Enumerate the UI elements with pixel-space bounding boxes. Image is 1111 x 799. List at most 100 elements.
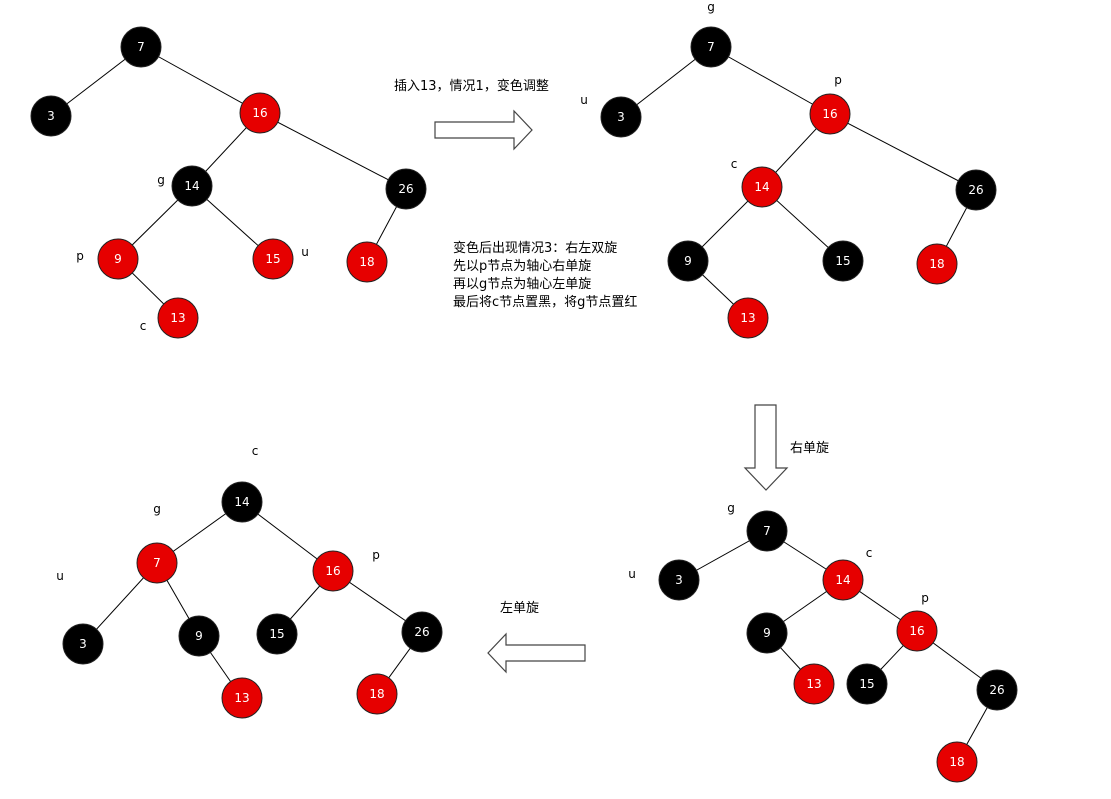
node-circle-13 — [727, 297, 769, 339]
node-circle-26 — [401, 611, 443, 653]
tag-u: u — [56, 569, 64, 583]
node-circle-7 — [746, 510, 788, 552]
node-15: 15 — [822, 240, 864, 282]
caption-case3-line-4: 最后将c节点置黑，将g节点置红 — [453, 295, 638, 310]
node-circle-13 — [793, 663, 835, 705]
node-label-16: 16 — [325, 564, 340, 578]
node-label-7: 7 — [763, 524, 771, 538]
tag-p: p — [921, 591, 929, 605]
caption-rotate-left: 左单旋 — [500, 601, 540, 616]
node-label-13: 13 — [234, 691, 249, 705]
node-9: 9 — [97, 238, 139, 280]
node-circle-15 — [822, 240, 864, 282]
tag-g: g — [727, 501, 735, 515]
node-26: 26 — [385, 168, 427, 210]
node-label-15: 15 — [269, 627, 284, 641]
node-circle-26 — [385, 168, 427, 210]
node-circle-14 — [822, 559, 864, 601]
node-label-7: 7 — [153, 556, 161, 570]
node-7: 7 — [746, 510, 788, 552]
node-label-26: 26 — [414, 625, 429, 639]
node-circle-14 — [171, 165, 213, 207]
node-circle-7 — [690, 26, 732, 68]
tag-u: u — [301, 245, 309, 259]
node-circle-14 — [741, 166, 783, 208]
node-circle-15 — [256, 613, 298, 655]
node-circle-13 — [157, 297, 199, 339]
node-18: 18 — [936, 741, 978, 783]
node-label-7: 7 — [137, 40, 145, 54]
caption-rotate-right: 右单旋 — [790, 441, 830, 456]
node-16: 16 — [896, 610, 938, 652]
node-circle-26 — [976, 669, 1018, 711]
arrow-left — [487, 632, 586, 674]
caption-case3-line-3: 再以g节点为轴心左单旋 — [453, 277, 592, 292]
node-label-26: 26 — [398, 182, 413, 196]
tag-u: u — [580, 93, 588, 107]
node-label-15: 15 — [859, 677, 874, 691]
caption-insert: 插入13，情况1，变色调整 — [394, 79, 549, 94]
tag-g: g — [707, 0, 715, 14]
node-3: 3 — [658, 559, 700, 601]
node-7: 7 — [120, 26, 162, 68]
node-label-16: 16 — [822, 107, 837, 121]
node-circle-18 — [936, 741, 978, 783]
node-15: 15 — [256, 613, 298, 655]
node-label-15: 15 — [835, 254, 850, 268]
node-circle-18 — [356, 673, 398, 715]
node-circle-3 — [600, 96, 642, 138]
node-circle-7 — [120, 26, 162, 68]
node-14: 14 — [221, 481, 263, 523]
node-circle-15 — [846, 663, 888, 705]
node-circle-3 — [62, 623, 104, 665]
node-9: 9 — [178, 615, 220, 657]
node-14: 14 — [171, 165, 213, 207]
node-13: 13 — [157, 297, 199, 339]
node-16: 16 — [239, 92, 281, 134]
tag-p: p — [834, 73, 842, 87]
node-circle-16 — [312, 550, 354, 592]
node-label-3: 3 — [79, 637, 87, 651]
node-26: 26 — [955, 169, 997, 211]
node-3: 3 — [62, 623, 104, 665]
node-label-15: 15 — [265, 252, 280, 266]
node-circle-16 — [809, 93, 851, 135]
node-14: 14 — [741, 166, 783, 208]
tag-g: g — [153, 502, 161, 516]
node-circle-16 — [239, 92, 281, 134]
arrow-right — [434, 109, 533, 151]
node-13: 13 — [793, 663, 835, 705]
node-18: 18 — [346, 241, 388, 283]
edge-16-26 — [259, 112, 407, 190]
node-label-16: 16 — [252, 106, 267, 120]
node-circle-15 — [252, 238, 294, 280]
node-label-14: 14 — [754, 180, 769, 194]
node-circle-9 — [97, 238, 139, 280]
node-3: 3 — [30, 95, 72, 137]
node-7: 7 — [690, 26, 732, 68]
node-14: 14 — [822, 559, 864, 601]
node-label-18: 18 — [369, 687, 384, 701]
node-circle-9 — [667, 240, 709, 282]
caption-case3-line-2: 先以p节点为轴心右单旋 — [453, 259, 592, 274]
node-7: 7 — [136, 542, 178, 584]
node-label-18: 18 — [359, 255, 374, 269]
node-18: 18 — [916, 243, 958, 285]
tag-g: g — [157, 173, 165, 187]
node-circle-18 — [916, 243, 958, 285]
node-label-9: 9 — [763, 626, 771, 640]
node-15: 15 — [846, 663, 888, 705]
node-label-14: 14 — [184, 179, 199, 193]
tag-c: c — [731, 157, 738, 171]
node-circle-13 — [221, 677, 263, 719]
node-label-18: 18 — [929, 257, 944, 271]
node-label-3: 3 — [675, 573, 683, 587]
node-15: 15 — [252, 238, 294, 280]
node-3: 3 — [600, 96, 642, 138]
node-label-9: 9 — [684, 254, 692, 268]
node-26: 26 — [401, 611, 443, 653]
